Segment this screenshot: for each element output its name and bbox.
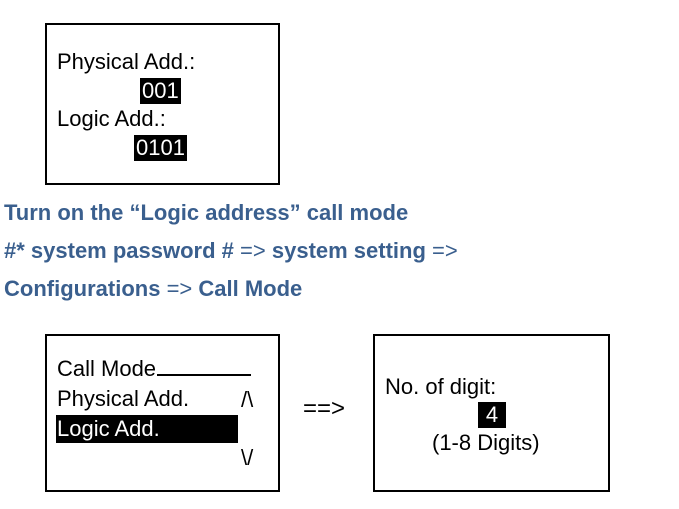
- instruction-line-2: #* system password # => system setting =…: [4, 238, 458, 264]
- title-underline: [157, 356, 252, 376]
- physical-address-value: 001: [140, 78, 181, 104]
- digit-count-value: 4: [478, 402, 506, 428]
- option-logic-address-selected[interactable]: Logic Add.: [56, 415, 238, 443]
- scroll-up-icon[interactable]: /\: [241, 387, 254, 412]
- instruction-arrow: =>: [240, 238, 266, 263]
- call-mode-title-text: Call Mode: [57, 356, 157, 381]
- address-screen: Physical Add.: 001 Logic Add.: 0101: [45, 23, 280, 185]
- logic-address-label: Logic Add.:: [57, 106, 166, 131]
- instruction-line-3: Configurations => Call Mode: [4, 276, 302, 302]
- digit-count-label: No. of digit:: [385, 374, 497, 399]
- digit-range-hint: (1-8 Digits): [432, 430, 540, 455]
- call-mode-title: Call Mode: [57, 356, 252, 382]
- option-physical-address[interactable]: Physical Add.: [57, 386, 190, 411]
- instruction-call-mode-step: Call Mode: [198, 276, 303, 301]
- digit-screen: No. of digit: 4 (1-8 Digits): [373, 334, 610, 492]
- transition-arrow: ==>: [303, 395, 346, 422]
- instruction-arrow: =>: [166, 276, 193, 301]
- physical-address-label: Physical Add.:: [57, 49, 196, 74]
- instruction-configurations-step: Configurations: [4, 276, 161, 301]
- instruction-password-step: #* system password #: [4, 238, 234, 263]
- call-mode-screen: Call Mode Physical Add. /\ Logic Add. \/: [45, 334, 280, 492]
- instruction-system-setting-step: system setting: [271, 238, 426, 263]
- instruction-heading: Turn on the “Logic address” call mode: [4, 200, 409, 225]
- logic-address-value: 0101: [134, 135, 187, 161]
- instruction-arrow: =>: [432, 238, 458, 263]
- scroll-down-icon[interactable]: \/: [241, 445, 254, 470]
